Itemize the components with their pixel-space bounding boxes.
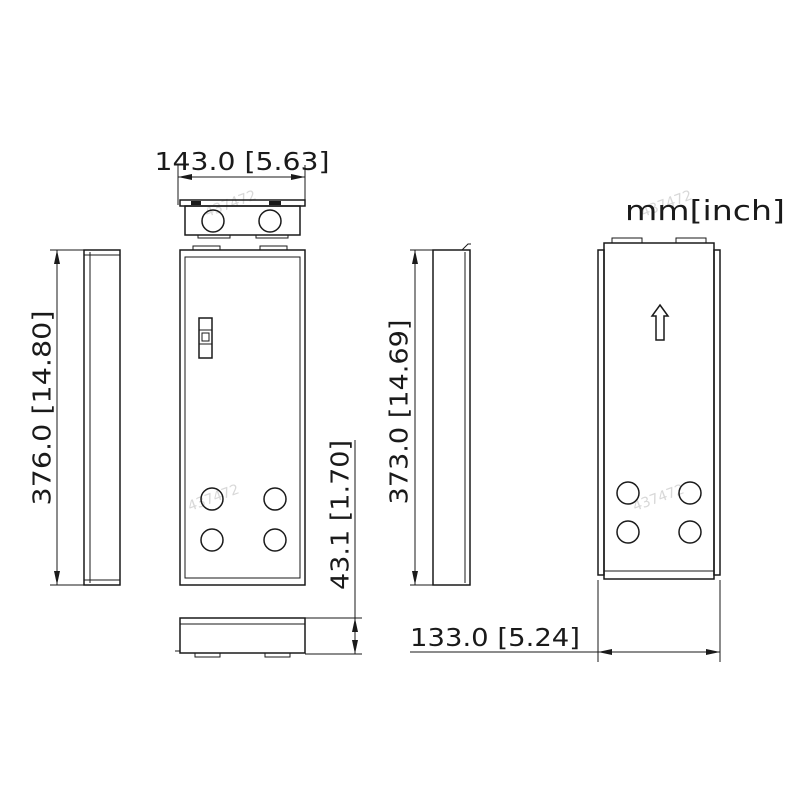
right-side-view [432,243,471,586]
dimension-label-depth: 43.1 [1.70] [326,440,355,590]
rear-view [597,237,721,580]
rear-view-flange-right [713,249,721,576]
dip-switch-body [198,317,213,359]
dimension-right-height: 373.0 [14.69] [385,249,433,586]
dip-switch [198,317,213,359]
dimension-label-right-height: 373.0 [14.69] [385,320,414,505]
bottom-view-foot-right [264,652,291,658]
right-side-top-flange [461,243,471,251]
left-side-view [83,249,121,586]
dimension-top-width: 143.0 [5.63] [155,147,330,205]
bottom-view [175,617,306,658]
rear-port-top-left [616,481,640,505]
rear-port-bottom-left [616,520,640,544]
rear-port-bottom-right [678,520,702,544]
top-view-connector-right [258,209,282,233]
dip-switch-lever [201,332,210,342]
front-port-bottom-left [200,528,224,552]
dimension-label-bottom-width: 133.0 [5.24] [410,623,580,652]
front-port-top-left [200,487,224,511]
right-side-outline [432,249,471,586]
dimension-left-height: 376.0 [14.80] [28,249,84,586]
top-view-tab-right [269,201,281,205]
top-view-tab-left [191,201,201,205]
front-view-tab-right [259,245,288,251]
units-label: mm[inch] [625,194,785,227]
up-arrow-icon [650,303,670,341]
dimension-label-left-height: 376.0 [14.80] [28,311,57,506]
front-view [179,245,306,586]
front-port-top-right [263,487,287,511]
rear-view-flange-left [597,249,605,576]
bottom-view-outline [179,617,306,654]
top-view-lug-right [255,235,289,239]
left-side-outline [83,249,121,586]
rear-view-body [603,242,715,580]
watermarks: 437472 437472 437472 437472 [186,188,695,515]
dimension-depth: 43.1 [1.70] [305,440,362,655]
front-view-outline [179,249,306,586]
rear-view-tab-left [611,237,643,244]
top-view-lug-left [197,235,231,239]
top-view-body [184,205,301,236]
dimension-label-top-width: 143.0 [5.63] [155,147,330,176]
dimension-bottom-width: 133.0 [5.24] [410,580,721,662]
front-view-tab-left [192,245,221,251]
top-view-connector-left [201,209,225,233]
top-view [179,199,306,239]
rear-view-tab-right [675,237,707,244]
watermark-rear: 437472 [631,482,687,515]
bottom-view-foot-left [194,652,221,658]
front-view-inner-panel [184,256,301,579]
front-port-bottom-right [263,528,287,552]
rear-port-top-right [678,481,702,505]
watermark-top: 437472 [203,188,259,221]
